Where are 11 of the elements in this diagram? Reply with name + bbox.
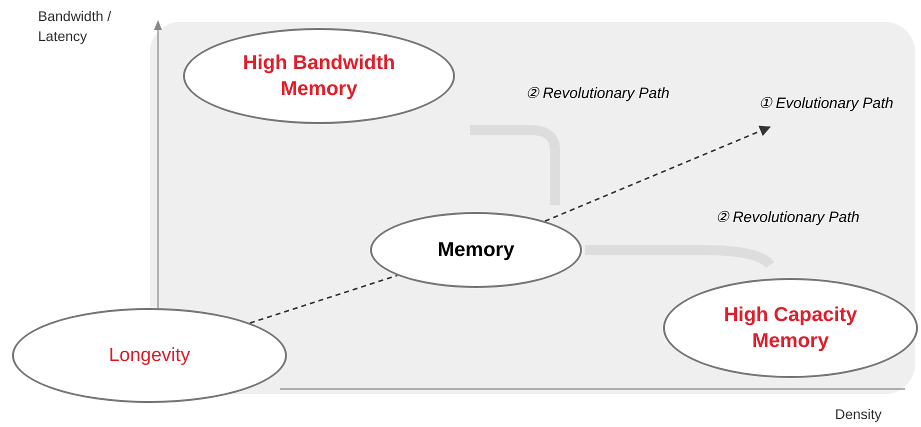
path-label: ② Revolutionary Path — [524, 84, 670, 104]
node-text: High Capacity Memory — [722, 303, 858, 354]
node-text: ① Evolutionary Path — [758, 94, 894, 114]
axis-label: Bandwidth / Latency — [38, 7, 112, 46]
node-text: High Bandwidth Memory — [242, 51, 396, 102]
node-text: Memory — [438, 238, 514, 263]
axis-label: Density — [835, 405, 882, 424]
dashed-line — [250, 274, 398, 324]
node-text: Longevity — [108, 344, 190, 368]
dashed-arrow — [544, 126, 771, 222]
path-label: ② Revolutionary Path — [714, 208, 860, 228]
